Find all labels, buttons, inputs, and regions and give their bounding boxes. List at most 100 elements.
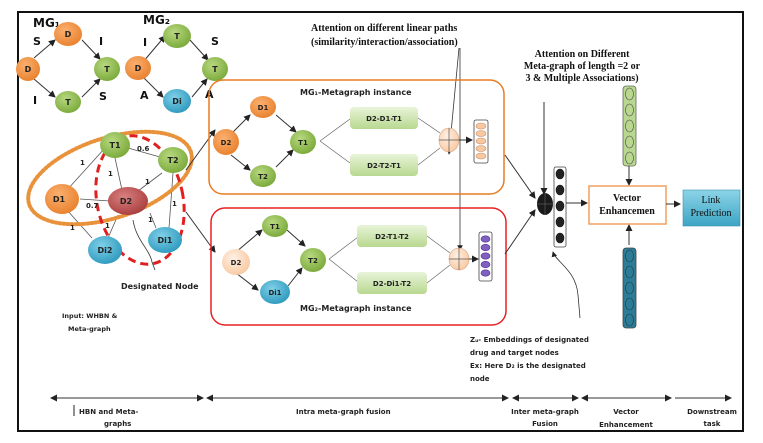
vector-cell xyxy=(555,216,565,228)
hbn-edge xyxy=(114,157,123,191)
mg2-node-disease xyxy=(163,89,191,113)
instance-edge xyxy=(235,229,263,253)
edge-label: S xyxy=(33,35,41,48)
hbn-edge xyxy=(127,147,161,158)
mg1-embedding-cells xyxy=(475,122,487,160)
vector-cell xyxy=(555,168,565,180)
path-connector xyxy=(426,264,451,284)
mg2-inst-node-di1 xyxy=(260,280,290,304)
vector-cell xyxy=(625,135,634,149)
path-connector xyxy=(417,117,441,134)
mg2-title: MG₂ xyxy=(143,13,170,27)
node-label: T xyxy=(212,65,218,74)
mg2-edge xyxy=(189,39,209,61)
mg2-to-fusion-arrow xyxy=(504,209,536,255)
mg2-node-target xyxy=(163,24,191,48)
mg2-inst-node-t1 xyxy=(262,215,288,237)
mg1-inst-node-t1 xyxy=(290,130,316,154)
mg1-inst-node-d2 xyxy=(213,129,239,155)
edge-weight: 1 xyxy=(80,159,85,167)
node-label: D xyxy=(65,30,72,39)
stage-label: Enhancement xyxy=(599,421,653,429)
stage-label: Intra meta-graph fusion xyxy=(296,408,391,416)
mg1-inst-node-t2 xyxy=(250,165,276,187)
edge-weight: 1 xyxy=(70,224,75,232)
vector-cell xyxy=(475,145,487,152)
node-label: T1 xyxy=(270,223,280,231)
instance-edge xyxy=(275,149,294,168)
mg1-instance-frame xyxy=(208,79,505,195)
node-label: T1 xyxy=(109,141,120,150)
edge-weight: 1 xyxy=(108,170,113,178)
path-connector xyxy=(319,140,351,164)
link-prediction-label: Link xyxy=(702,195,721,206)
instance-edge xyxy=(230,114,251,135)
target-vector xyxy=(622,247,637,329)
link-prediction-block xyxy=(682,189,741,227)
instance-edge xyxy=(230,154,251,171)
vector-cell xyxy=(625,265,634,279)
path-connector xyxy=(328,236,359,260)
attention-paths-label: (similarity/interaction/association) xyxy=(311,37,458,48)
mg1-instance-title: MG₁-Metagraph instance xyxy=(300,88,412,97)
vector-cell xyxy=(625,281,634,295)
mg1-instance-panel: MG₁-Metagraph instance D2 D1 T2 T1 D2-D1… xyxy=(208,79,505,195)
edge-weight: 1 xyxy=(145,178,150,186)
hbn-graph: T1 T2 D1 D2 Di1 Di2 1 0.6 1 1 0.7 1 1 1 … xyxy=(26,129,216,333)
mg2-inst-node-d2 xyxy=(222,249,250,275)
vector-cell xyxy=(475,152,487,160)
embedding-note: Ex: Here D₂ is the designated xyxy=(470,362,586,370)
edge-label: I xyxy=(99,35,103,48)
path-connector xyxy=(417,147,441,166)
embedding-note: Zᵤ- Embeddings of designated xyxy=(470,336,589,344)
edge-label: I xyxy=(143,36,147,49)
node-label: T2 xyxy=(167,156,178,165)
hbn-node-d1 xyxy=(45,184,79,214)
node-label: D2 xyxy=(221,139,232,147)
path-box xyxy=(350,107,418,129)
path-box xyxy=(350,154,418,176)
mg2-instance-title: MG₂-Metagraph instance xyxy=(300,304,412,313)
edge-weight: 1 xyxy=(172,200,177,208)
hbn-node-t1 xyxy=(100,132,130,158)
vector-cell xyxy=(625,87,634,101)
mg1-to-fusion-arrow xyxy=(504,154,536,199)
edge-label: I xyxy=(33,94,37,107)
input-label: Meta-graph xyxy=(68,325,111,333)
path-connector xyxy=(426,235,451,254)
mg1-node-target xyxy=(55,91,81,113)
node-label: T2 xyxy=(258,173,268,181)
path-connector xyxy=(319,118,351,142)
stage-label: Fusion xyxy=(532,420,558,428)
path-label: D2-Di1-T2 xyxy=(373,280,411,288)
hbn-edge xyxy=(168,172,174,229)
mg1-inst-node-d1 xyxy=(250,96,276,118)
path-box xyxy=(357,272,427,294)
vector-enhancement-label: Vector xyxy=(613,193,642,204)
instance-edge xyxy=(287,267,303,287)
to-mg1-arrow xyxy=(185,129,216,171)
node-label: T xyxy=(104,65,110,74)
vector-enhancement: Vector Enhancemen Link Prediction xyxy=(566,85,741,329)
vector-enhancement-label: Enhancemen xyxy=(599,206,655,217)
mg1-title: MG₁ xyxy=(33,16,60,30)
instance-edge xyxy=(286,229,306,247)
node-label: Di xyxy=(172,97,182,106)
mg2-edge xyxy=(142,35,166,63)
node-label: D1 xyxy=(258,104,269,112)
input-label: Input: WHBN & xyxy=(62,312,118,320)
hbn-edge xyxy=(66,147,106,191)
hbn-edge xyxy=(137,172,163,192)
instance-edge xyxy=(235,272,259,291)
inter-metagraph-fusion: Attention on Different Meta-graph of len… xyxy=(470,49,641,383)
fused-embedding-cells xyxy=(555,168,565,244)
vector-cell xyxy=(480,235,491,243)
vector-cell xyxy=(475,122,487,130)
vector-cell xyxy=(625,119,634,133)
path-connector xyxy=(328,258,359,283)
mg1-template: MG₁ D D T T S I I S xyxy=(16,16,120,113)
vector-cell xyxy=(480,269,491,277)
similarity-cluster-outline xyxy=(26,129,194,227)
node-label: T xyxy=(174,32,180,41)
